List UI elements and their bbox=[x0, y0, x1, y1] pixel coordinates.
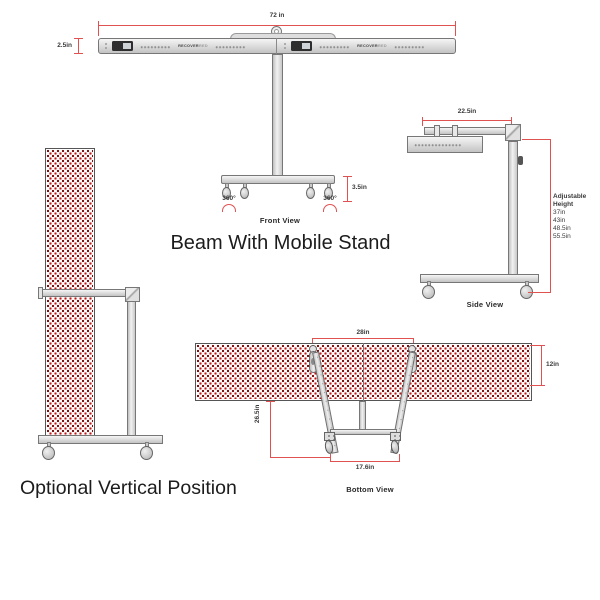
product-title: Beam With Mobile Stand bbox=[170, 232, 391, 254]
caster-wheel bbox=[240, 183, 250, 200]
vertical-position-title: Optional Vertical Position bbox=[20, 477, 237, 499]
panel-depth-label: 12in bbox=[546, 361, 560, 368]
swivel-left-label: 360° bbox=[222, 195, 236, 202]
adjustable-height-block: Adjustable Height 37in 43in 48.5in 55.5i… bbox=[553, 193, 599, 241]
dimension-tick bbox=[522, 139, 551, 140]
height-option: 48.5in bbox=[553, 225, 571, 232]
dimension-tick bbox=[266, 401, 275, 402]
height-option: 43in bbox=[553, 217, 566, 224]
center-strut bbox=[359, 401, 366, 431]
height-option: 37in bbox=[553, 209, 566, 216]
front-view-label: Front View bbox=[259, 216, 301, 225]
brand-logo: RECOVERRED bbox=[173, 44, 213, 48]
caster-foot bbox=[389, 432, 402, 456]
clearance-label: 26.5in bbox=[254, 404, 262, 424]
adjustable-height-title-1: Adjustable bbox=[553, 193, 587, 200]
beam-center-seam bbox=[276, 38, 277, 54]
dimension-tick bbox=[399, 454, 400, 462]
caster-foot bbox=[323, 432, 336, 456]
caster-wheel bbox=[140, 442, 154, 461]
clearance-line bbox=[270, 401, 271, 457]
vent-row bbox=[140, 44, 171, 49]
stand-pole bbox=[272, 54, 283, 177]
beam-body bbox=[98, 38, 456, 54]
stand-pole bbox=[127, 301, 136, 437]
dimension-tick bbox=[530, 385, 545, 386]
beam-width-dimension-line bbox=[98, 25, 456, 26]
arm-end-cap bbox=[38, 287, 43, 299]
dimension-tick bbox=[270, 457, 331, 458]
power-button-dots bbox=[104, 42, 108, 50]
panel-seam bbox=[363, 343, 364, 401]
bottom-view-label: Bottom View bbox=[346, 485, 394, 494]
stand-base bbox=[38, 435, 163, 444]
dimension-tick bbox=[343, 176, 352, 177]
dimension-tick bbox=[422, 117, 423, 126]
vent-row bbox=[414, 142, 461, 147]
swivel-arc-icon bbox=[222, 204, 236, 212]
swivel-arc-icon bbox=[323, 204, 337, 212]
dimension-tick bbox=[455, 21, 456, 36]
adjustable-height-line bbox=[550, 139, 551, 293]
arm-depth-line bbox=[422, 120, 512, 121]
caster-span-line bbox=[312, 338, 414, 339]
caster-height-line bbox=[347, 176, 348, 202]
caster-wheel bbox=[306, 183, 316, 200]
caster-wheel bbox=[422, 281, 436, 300]
control-panel-display bbox=[291, 41, 312, 51]
height-adjust-knob bbox=[518, 156, 523, 165]
caster-wheel bbox=[42, 442, 56, 461]
dimension-tick bbox=[98, 21, 99, 36]
stand-base bbox=[420, 274, 539, 283]
brand-logo-accent: RED bbox=[377, 44, 387, 48]
beam-width-dimension-label: 72 in bbox=[269, 12, 285, 19]
brand-logo-accent: RED bbox=[198, 44, 208, 48]
power-button-dots bbox=[283, 42, 287, 50]
dimension-tick bbox=[330, 454, 331, 462]
caster-wheel bbox=[520, 281, 534, 300]
corner-joint bbox=[505, 124, 521, 141]
dimension-tick bbox=[74, 38, 83, 39]
caster-wheel bbox=[324, 183, 334, 200]
caster-wheel bbox=[222, 183, 232, 200]
brand-logo: RECOVERRED bbox=[352, 44, 392, 48]
arm-depth-label: 22.5in bbox=[457, 108, 477, 115]
dimension-tick bbox=[312, 338, 313, 346]
control-panel-display bbox=[112, 41, 133, 51]
dimension-tick bbox=[74, 53, 83, 54]
dimension-tick bbox=[413, 338, 414, 346]
corner-joint bbox=[125, 287, 140, 302]
beam-mount-bracket bbox=[230, 33, 336, 41]
beam-thickness-label: 2.5in bbox=[57, 42, 72, 49]
brand-logo-main: RECOVER bbox=[178, 44, 199, 48]
cross-bar bbox=[330, 429, 397, 435]
adjustable-height-title-2: Height bbox=[553, 201, 574, 208]
dimension-tick bbox=[528, 292, 551, 293]
dimension-tick bbox=[343, 201, 352, 202]
caster-height-label: 3.5in bbox=[352, 184, 367, 191]
stand-pole bbox=[508, 141, 518, 277]
height-option: 55.5in bbox=[553, 233, 571, 240]
mounting-arm bbox=[38, 289, 134, 297]
swivel-right-label: 360° bbox=[323, 195, 337, 202]
base-width-line bbox=[330, 461, 400, 462]
side-view-label: Side View bbox=[466, 300, 504, 309]
vent-row bbox=[215, 44, 246, 49]
dimension-tick bbox=[530, 345, 545, 346]
caster-span-label: 28in bbox=[356, 329, 370, 336]
vent-row bbox=[319, 44, 350, 49]
dimension-tick bbox=[511, 117, 512, 126]
brand-logo-main: RECOVER bbox=[357, 44, 378, 48]
panel-depth-line bbox=[541, 345, 542, 386]
stand-base bbox=[221, 175, 335, 184]
beam-thickness-line bbox=[78, 38, 79, 54]
base-width-label: 17.6in bbox=[355, 464, 375, 471]
vent-row bbox=[394, 44, 425, 49]
